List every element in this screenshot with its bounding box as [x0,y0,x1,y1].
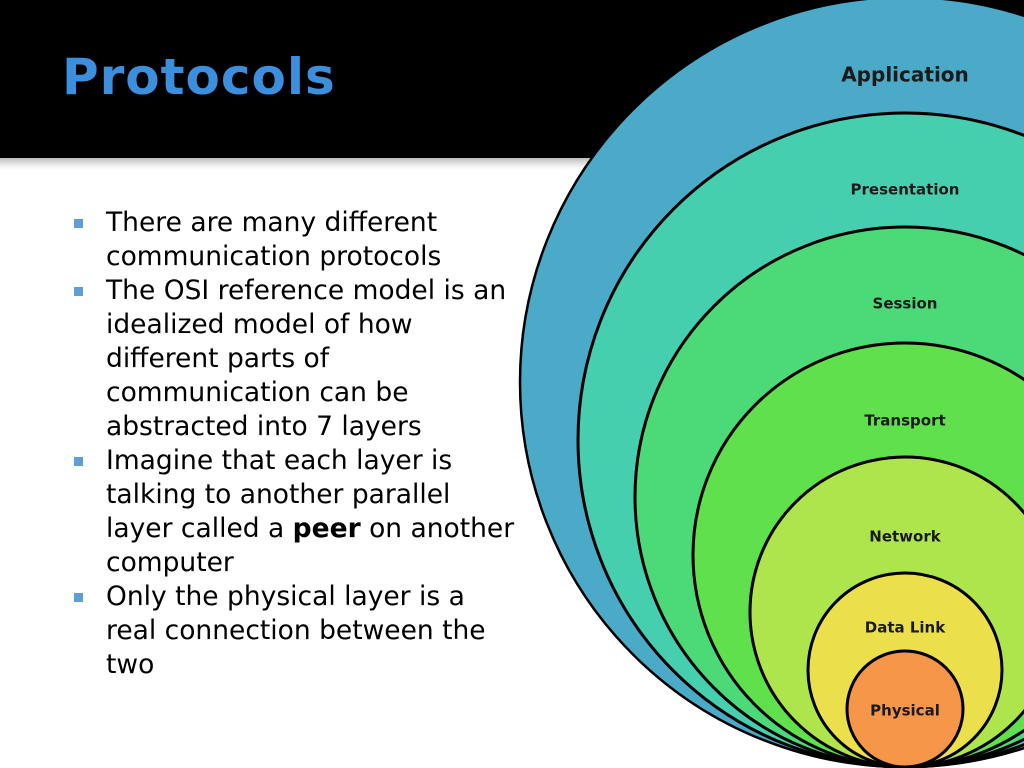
square-bullet-icon [74,219,83,228]
bullet-item: The OSI reference model is an idealized … [72,274,517,444]
bullet-emphasis: peer [292,513,361,544]
bullet-item: Imagine that each layer is talking to an… [72,444,517,580]
bullet-text-after: on another computer [106,513,515,578]
square-bullet-icon [74,593,83,602]
bullet-text: Only the physical layer is a real connec… [106,581,486,680]
osi-layer-label: Application [841,63,969,87]
osi-layer-circle [845,649,965,768]
slide-title: Protocols [62,48,336,106]
bullet-text: There are many different communication p… [106,207,442,272]
osi-layer-label: Session [873,295,938,313]
bullet-text-before: Imagine that each layer is talking to an… [106,445,453,544]
bullet-item: Only the physical layer is a real connec… [72,580,517,682]
square-bullet-icon [74,457,83,466]
osi-layer-label: Data Link [865,619,946,637]
square-bullet-icon [74,287,83,296]
bullet-item: There are many different communication p… [72,206,517,274]
bullet-list: There are many different communication p… [72,206,517,682]
osi-layer-label: Network [869,528,941,546]
osi-layer-label: Presentation [851,181,960,199]
osi-layer-label: Physical [870,702,940,720]
osi-layer-label: Transport [864,412,945,430]
bullet-text: The OSI reference model is an idealized … [106,275,507,442]
